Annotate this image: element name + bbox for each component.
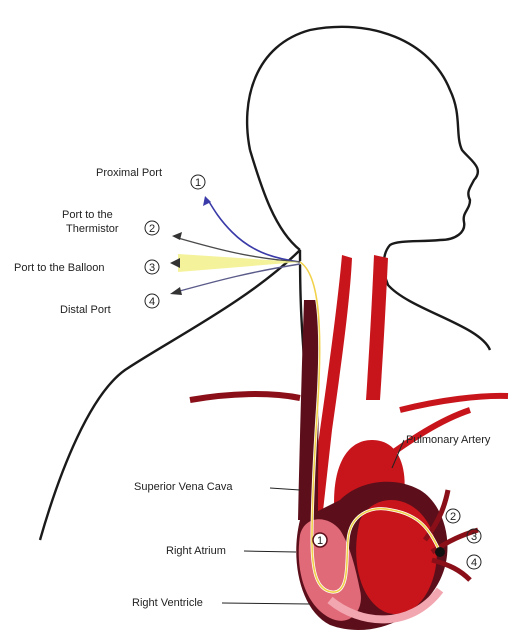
pointer-superior-vena-cava xyxy=(270,488,300,490)
label-distal-port: Distal Port xyxy=(60,304,111,316)
label-right-ventricle: Right Ventricle xyxy=(132,597,203,609)
tip-number-4: 4 xyxy=(471,557,477,569)
port-number-3: 3 xyxy=(149,262,155,274)
label-superior-vena-cava: Superior Vena Cava xyxy=(134,481,233,493)
catheter-proximal-line xyxy=(208,200,300,262)
body-silhouette xyxy=(40,27,490,540)
label-proximal-port: Proximal Port xyxy=(96,167,162,179)
arrowhead-balloon xyxy=(170,258,180,268)
label-thermistor-line1: Port to the xyxy=(62,209,113,221)
label-pulmonary-artery: Pulmonary Artery xyxy=(406,434,491,446)
tip-number-3: 3 xyxy=(471,531,477,543)
pointer-right-atrium xyxy=(244,551,296,552)
tip-number-2: 2 xyxy=(450,511,456,523)
right-subclavian-artery xyxy=(400,396,508,410)
left-subclavian-artery xyxy=(190,394,300,400)
arrowhead-distal xyxy=(170,287,182,295)
label-right-atrium: Right Atrium xyxy=(166,545,226,557)
catheter-balloon-band xyxy=(178,254,300,272)
port-number-1: 1 xyxy=(195,177,201,189)
chamber-marker: 1 xyxy=(317,535,323,547)
catheter-tip-balloon xyxy=(435,547,445,557)
label-thermistor-line2: Thermistor xyxy=(66,223,119,235)
pointer-right-ventricle xyxy=(222,603,310,604)
arrowhead-proximal xyxy=(203,196,211,206)
carotid-artery xyxy=(366,255,388,400)
port-number-2: 2 xyxy=(149,223,155,235)
label-balloon-port: Port to the Balloon xyxy=(14,262,105,274)
port-number-4: 4 xyxy=(149,296,155,308)
